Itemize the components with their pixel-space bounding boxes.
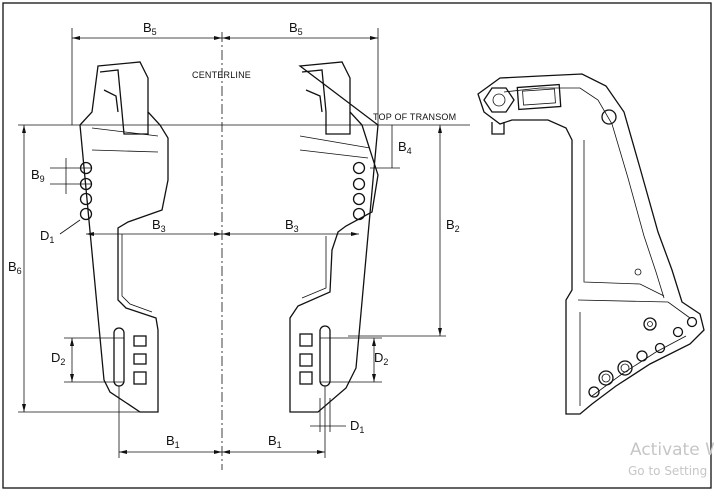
side-hole-r5 [617, 360, 633, 376]
side-hole-r4 [636, 350, 648, 362]
side-hole-r7 [588, 386, 600, 398]
side-hole-r5-inner [620, 363, 630, 373]
label-b1-right: B1 [268, 433, 282, 450]
hex-nut-icon [483, 87, 515, 113]
right-hole-2 [352, 177, 366, 191]
side-view-bracket [477, 73, 705, 415]
side-bracket-web [577, 140, 691, 319]
left-hole-4 [79, 207, 93, 221]
side-pivot-outer [643, 317, 657, 331]
left-hole-3 [79, 192, 93, 206]
label-d1-right: D1 [350, 418, 364, 435]
label-top-of-transom: TOP OF TRANSOM [373, 112, 456, 122]
side-pivot-inner [647, 321, 653, 327]
left-bracket-rib [91, 127, 159, 313]
side-hole-r6-inner [601, 373, 611, 383]
left-clamp-head [99, 69, 149, 135]
left-bracket [79, 61, 169, 413]
side-hole-r1 [672, 326, 684, 338]
label-b4: B4 [398, 139, 412, 156]
side-hole-r6 [598, 370, 614, 386]
side-bracket-outline [477, 73, 705, 415]
right-hole-1 [352, 161, 366, 175]
right-square-2 [299, 353, 313, 367]
side-hole-r2 [686, 316, 698, 328]
label-b5-left: B5 [143, 20, 157, 37]
right-square-3 [299, 371, 313, 385]
right-square-1 [299, 333, 313, 347]
left-square-3 [133, 371, 147, 385]
watermark-title: Activate W [630, 440, 714, 460]
side-hole-r3 [654, 342, 666, 354]
side-slot-rect [516, 83, 562, 111]
label-b3-left: B3 [152, 217, 166, 234]
dimension-lines [18, 28, 446, 458]
label-b1-left: B1 [166, 433, 180, 450]
label-d2-left: D2 [51, 350, 65, 367]
side-slot-inner [522, 88, 556, 106]
transom-tab [491, 122, 505, 135]
side-bracket-lower-edge [579, 312, 687, 406]
hex-nut-bore [492, 93, 506, 107]
label-b2: B2 [446, 217, 460, 234]
label-d1-left: D1 [40, 228, 54, 245]
right-clamp-head [301, 69, 351, 135]
label-b3-right: B3 [285, 217, 299, 234]
label-b9: B9 [31, 167, 45, 184]
left-square-2 [133, 353, 147, 365]
watermark-subtitle: Go to Setting [628, 464, 708, 478]
label-d2-right: D2 [374, 350, 388, 367]
right-hole-3 [352, 192, 366, 206]
right-hole-4 [352, 207, 366, 221]
side-hole-top [601, 109, 617, 125]
left-bracket-outline [79, 61, 169, 413]
side-small-dot [634, 268, 642, 276]
left-square-1 [133, 335, 147, 347]
right-bracket [289, 61, 379, 413]
label-centerline: CENTERLINE [192, 70, 251, 80]
right-bracket-rib [299, 135, 371, 299]
label-b6: B6 [8, 259, 22, 276]
right-slot [319, 325, 331, 387]
label-b5-right: B5 [289, 20, 303, 37]
diagram-border [2, 2, 712, 489]
left-slot [113, 327, 125, 387]
right-bracket-outline [289, 61, 379, 413]
